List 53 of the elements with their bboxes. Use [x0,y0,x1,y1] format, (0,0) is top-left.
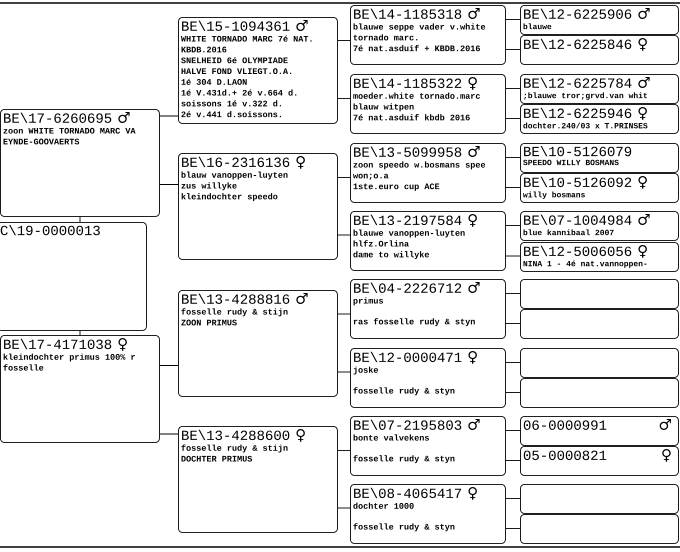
pedigree-box: BE\13-4288816 ♂ fosselle rudy & stijn ZOON PRIMUS [178,290,338,397]
pedigree-box: BE\10-5126079 SPEEDO WILLY BOSMANS [520,143,679,173]
connector-line [505,19,520,20]
connector-line [505,187,520,188]
connector-line [505,49,520,50]
connector-line [337,40,350,41]
connector-line [505,157,520,158]
empty-box [520,514,679,544]
pedigree-box: BE\16-2316136 ♀ blauw vanoppen-luyten zus willyke kleindochter speedo [178,153,338,260]
pedigree-box: BE\10-5126092 ♀ willy bosmans [520,173,679,203]
pedigree-box: BE\12-5006056 ♀ NINA 1 - 4é nat.vannoppen- [520,242,679,272]
pedigree-box: BE\14-1185322 ♀ moeder.white tornado.marc blauw witpen 7é nat.asduif kbdb 2016 [350,74,506,134]
empty-box [520,348,679,378]
connector-line [337,98,350,99]
pedigree-box: C\19-0000013 [0,222,147,331]
connector-line [337,450,350,451]
empty-box [520,279,679,309]
pedigree-box: BE\07-1004984 ♂ blue kannibaal 2007 [520,211,679,241]
pedigree-box: BE\17-4171038 ♀ kleindochter primus 100% r fosselle [0,335,160,443]
connector-line [505,430,520,431]
connector-line [505,460,520,461]
connector-line [505,88,520,89]
pedigree-box: BE\07-2195803 ♂ bonte valvekens fosselle rudy & styn [350,416,506,476]
empty-box [520,378,679,408]
connector-line [505,498,520,499]
connector-line [337,234,350,236]
connector-line [505,392,520,393]
pedigree-box: BE\15-1094361 ♂ WHITE TORNADO MARC 7é NAT. KBDB.2016 SNELHEID 6é OLYMPIADE HALVE FOND VLIEGT.O.A. 1é 304 D.LAON 1é V.431d.+ 2é v.664 d. soissons 1é v.322 d. 2é v.441 d.soissons. [178,17,338,124]
pedigree-box: BE\12-6225846 ♀ [520,35,679,65]
connector-line [159,184,178,185]
connector-line [505,118,520,119]
connector-line [159,365,178,366]
empty-box [520,484,679,514]
connector-line [505,323,520,324]
connector-line [505,528,520,529]
empty-box [520,309,679,339]
connector-line [505,225,520,226]
connector-line [505,362,520,363]
pedigree-box: 06-0000991 ♂ [520,416,679,446]
pedigree-box: BE\14-1185318 ♂ blauwe seppe vader v.white tornado marc. 7é nat.asduif + KBDB.2016 [350,5,506,65]
pedigree-box: BE\12-6225946 ♀ dochter.240/03 x T.PRINSES [520,104,679,134]
pedigree-box: BE\13-4288600 ♀ fosselle rudy & stijn DOCHTER PRIMUS [178,426,338,533]
pedigree-box: BE\12-0000471 ♀ joske fosselle rudy & styn [350,348,506,408]
connector-line [505,293,520,294]
pedigree-box: BE\08-4065417 ♀ dochter 1000 fosselle rudy & styn [350,484,506,544]
pedigree-box: BE\13-2197584 ♀ blauwe vanoppen-luyten hlfz.Orlina dame to willyke [350,211,506,271]
connector-line [337,177,350,178]
pedigree-box: BE\12-6225784 ♂ ;blauwe tror;grvd.van whit [520,74,679,104]
pedigree-box: BE\04-2226712 ♂ primus ras fosselle rudy & styn [350,279,506,339]
pedigree-box: BE\13-5099958 ♂ zoon speedo w.bosmans spee won;o.a 1ste.euro cup ACE [350,143,506,203]
pedigree-box: 05-0000821 ♀ [520,446,679,476]
pedigree-box: BE\17-6260695 ♂ zoon WHITE TORNADO MARC VA EYNDE-GOOVAERTS [0,109,160,217]
pedigree-box: BE\12-6225906 ♂ blauwe [520,5,679,35]
